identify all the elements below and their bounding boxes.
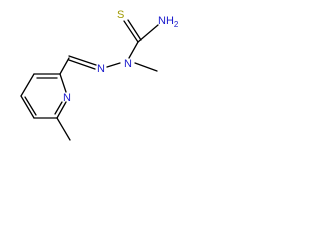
atom-labels: S NH2 N N N <box>63 9 179 104</box>
imine-bond-1 <box>68 55 97 66</box>
ch-ring-bond <box>59 57 70 75</box>
sulfur-label: S <box>117 9 124 21</box>
amine-nh: NH <box>158 15 174 27</box>
amine-subscript: 2 <box>174 20 179 29</box>
structure-canvas: S NH2 N N N <box>0 0 193 147</box>
c-nh2-bond <box>137 24 159 43</box>
ring-methyl-bond <box>56 117 71 141</box>
pyridine-n-label: N <box>63 92 71 104</box>
c-n-bond <box>128 41 139 59</box>
imine-bond-2 <box>68 59 96 70</box>
ring-n-c2 <box>59 73 67 93</box>
thiocarbonyl-bond-2 <box>127 19 142 41</box>
ring-c3-c4 <box>20 73 35 97</box>
ring-inner-2 <box>24 96 37 116</box>
amine-label: NH2 <box>158 15 179 29</box>
chemical-structure: S NH2 N N N <box>20 9 179 141</box>
ring-c4-c5 <box>20 95 35 119</box>
n-methyl-bond <box>134 62 158 72</box>
hydrazine-n1-label: N <box>124 58 132 70</box>
hydrazine-n2-label: N <box>97 63 105 75</box>
ring-inner-3 <box>54 101 63 115</box>
ring-c6-n <box>56 101 67 119</box>
n-n-bond <box>106 62 121 68</box>
thiocarbonyl-bond-1 <box>123 20 139 43</box>
bonds <box>20 19 159 141</box>
